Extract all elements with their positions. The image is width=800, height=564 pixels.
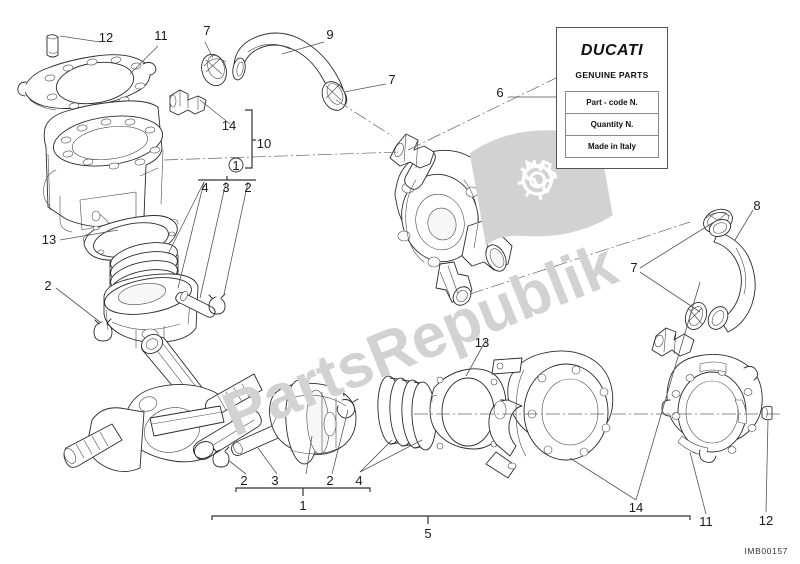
circlip-left: [93, 318, 113, 342]
callout-14b: 14: [629, 500, 643, 515]
circlip-bottom-right: [336, 389, 359, 419]
hose-clamp-top-left: [201, 53, 227, 87]
pipe-fitting-right: [651, 327, 695, 357]
callout-7b: 7: [388, 72, 395, 87]
head-gasket-top-left: [17, 54, 157, 111]
callout-2b: 2: [44, 278, 51, 293]
callout-13a: 13: [42, 232, 56, 247]
callout-9: 9: [326, 27, 333, 42]
ducati-row-quantity: Quantity N.: [566, 114, 658, 136]
base-gasket-bottom: [429, 368, 507, 450]
ducati-brand-text: DUCATI: [580, 42, 644, 59]
callout-10: 10: [257, 136, 271, 151]
callout-11a: 11: [154, 28, 168, 43]
cylinder-bottom-right: [485, 350, 614, 479]
callout-4a: 4: [201, 180, 208, 195]
coolant-hose-8: [707, 219, 756, 333]
callout-7c: 7: [630, 260, 637, 275]
circled-callout-1: 1: [228, 157, 244, 173]
callout-1: 1: [299, 498, 306, 513]
callout-3b: 3: [271, 473, 278, 488]
callout-6: 6: [496, 85, 503, 100]
base-gasket-left: [83, 215, 179, 261]
callout-3a: 3: [222, 180, 229, 195]
pipe-fitting-14-top: [169, 89, 207, 116]
group-brackets: [198, 109, 691, 524]
image-code: IMB00157: [744, 546, 788, 556]
callout-12a: 12: [99, 30, 113, 45]
circlip-left-upper: [208, 293, 226, 315]
callout-7a: 7: [203, 23, 210, 38]
centerline-label: [407, 77, 557, 151]
hose-clamp-top-right: [321, 81, 347, 111]
callout-14a: 14: [222, 118, 236, 133]
centerline-fitting: [335, 99, 393, 137]
callout-13b: 13: [475, 335, 489, 350]
callout-8: 8: [753, 198, 760, 213]
centerline-hose: [469, 221, 691, 295]
callout-numbers: 12 11 7 9 7 6 14 10 4 3 2 8 13 7 2 13 2 …: [42, 23, 773, 541]
ducati-subtitle-text: GENUINE PARTS: [575, 70, 649, 80]
water-pump-housing: [389, 133, 513, 306]
cylinder-top-left: [43, 100, 164, 235]
piston-rings-bottom: [377, 375, 437, 451]
ducati-row-made-in-italy: Made in Italy: [566, 136, 658, 158]
ducati-genuine-parts-label: DUCATI GENUINE PARTS Part - code N. Quan…: [556, 27, 668, 169]
ducati-row-part-code: Part - code N.: [566, 92, 658, 114]
head-gasket-bottom-right: [661, 354, 763, 463]
callout-5: 5: [424, 526, 431, 541]
piston-left: [103, 273, 199, 349]
svg-text:1: 1: [232, 158, 239, 173]
leader-lines: [55, 35, 769, 515]
circlip-bottom-left: [212, 446, 230, 468]
callout-2c: 2: [240, 473, 247, 488]
callout-11b: 11: [699, 514, 713, 529]
dowel-pin-top-left: [46, 34, 59, 58]
callout-4b: 4: [355, 473, 362, 488]
dowel-pin-bottom-right: [761, 405, 773, 421]
callout-12b: 12: [759, 513, 773, 528]
callout-2d: 2: [326, 473, 333, 488]
callout-2a: 2: [244, 180, 251, 195]
piston-bottom: [269, 379, 357, 465]
ducati-fields-table: Part - code N. Quantity N. Made in Italy: [565, 91, 659, 158]
centerline-top: [163, 151, 401, 161]
gudgeon-pin-left: [175, 291, 216, 318]
crankshaft-assembly: [63, 334, 263, 472]
